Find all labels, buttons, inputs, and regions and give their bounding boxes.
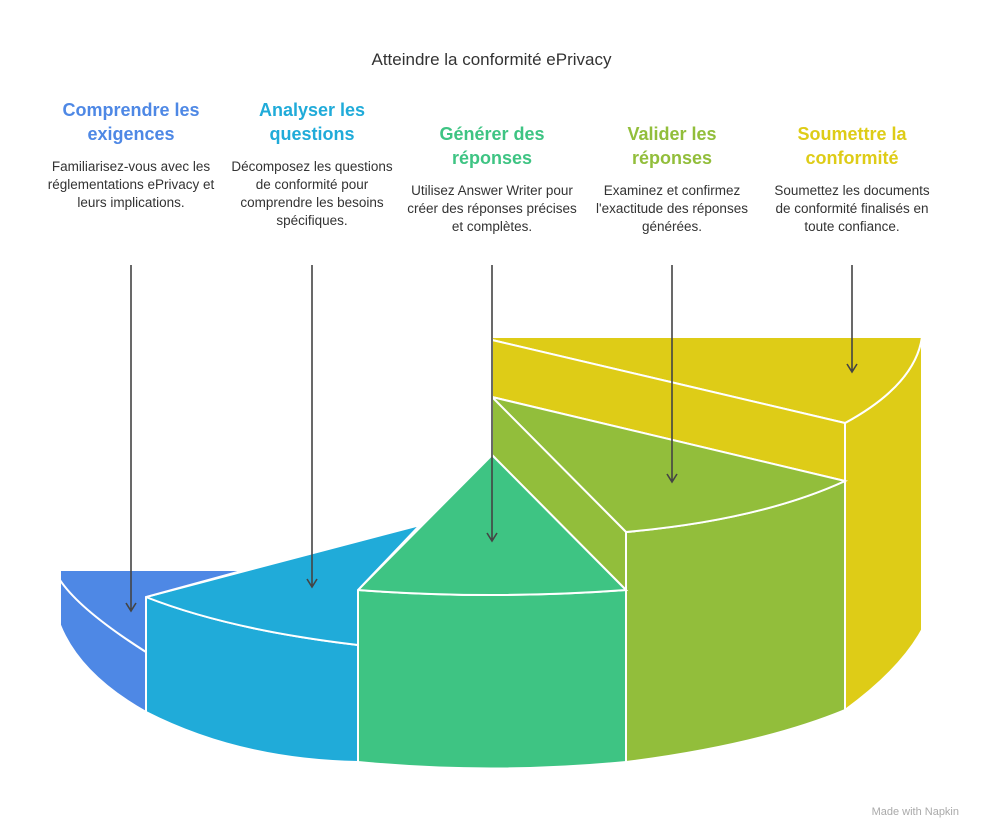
- step-title: Valider les réponses: [627, 124, 717, 168]
- arrow-3: [486, 265, 498, 543]
- segment-yellow: [491, 336, 924, 712]
- step-2: Analyser les questions Décomposez les qu…: [227, 98, 397, 230]
- step-5: Soumettre la conformité Soumettez les do…: [767, 122, 937, 236]
- step-1: Comprendre les exigences Familiarisez-vo…: [46, 98, 216, 212]
- diagram-title: Atteindre la conformité ePrivacy: [371, 50, 612, 69]
- step-description: Familiarisez-vous avec les réglementatio…: [47, 159, 215, 210]
- step-4: Valider les réponses Examinez et confirm…: [587, 122, 757, 236]
- step-title: Soumettre la conformité: [797, 124, 907, 168]
- segment-blue: [59, 569, 246, 714]
- step-title: Analyser les questions: [258, 100, 366, 144]
- step-description: Décomposez les questions de conformité p…: [231, 159, 393, 228]
- arrows: [125, 265, 858, 613]
- step-title: Générer des réponses: [439, 124, 545, 168]
- napkin-watermark: Made with Napkin: [871, 806, 959, 818]
- step-description: Soumettez les documents de conformité fi…: [774, 183, 930, 234]
- segment-olive: [488, 394, 849, 764]
- segment-cyan: [142, 523, 424, 764]
- step-3: Générer des réponses Utilisez Answer Wri…: [407, 122, 577, 236]
- step-description: Utilisez Answer Writer pour créer des ré…: [407, 183, 577, 234]
- arrow-1: [125, 265, 137, 613]
- step-title: Comprendre les exigences: [62, 100, 200, 144]
- arrow-5: [846, 265, 858, 374]
- step-description: Examinez et confirmez l'exactitude des r…: [596, 183, 748, 234]
- arrow-4: [666, 265, 678, 484]
- arrow-2: [306, 265, 318, 589]
